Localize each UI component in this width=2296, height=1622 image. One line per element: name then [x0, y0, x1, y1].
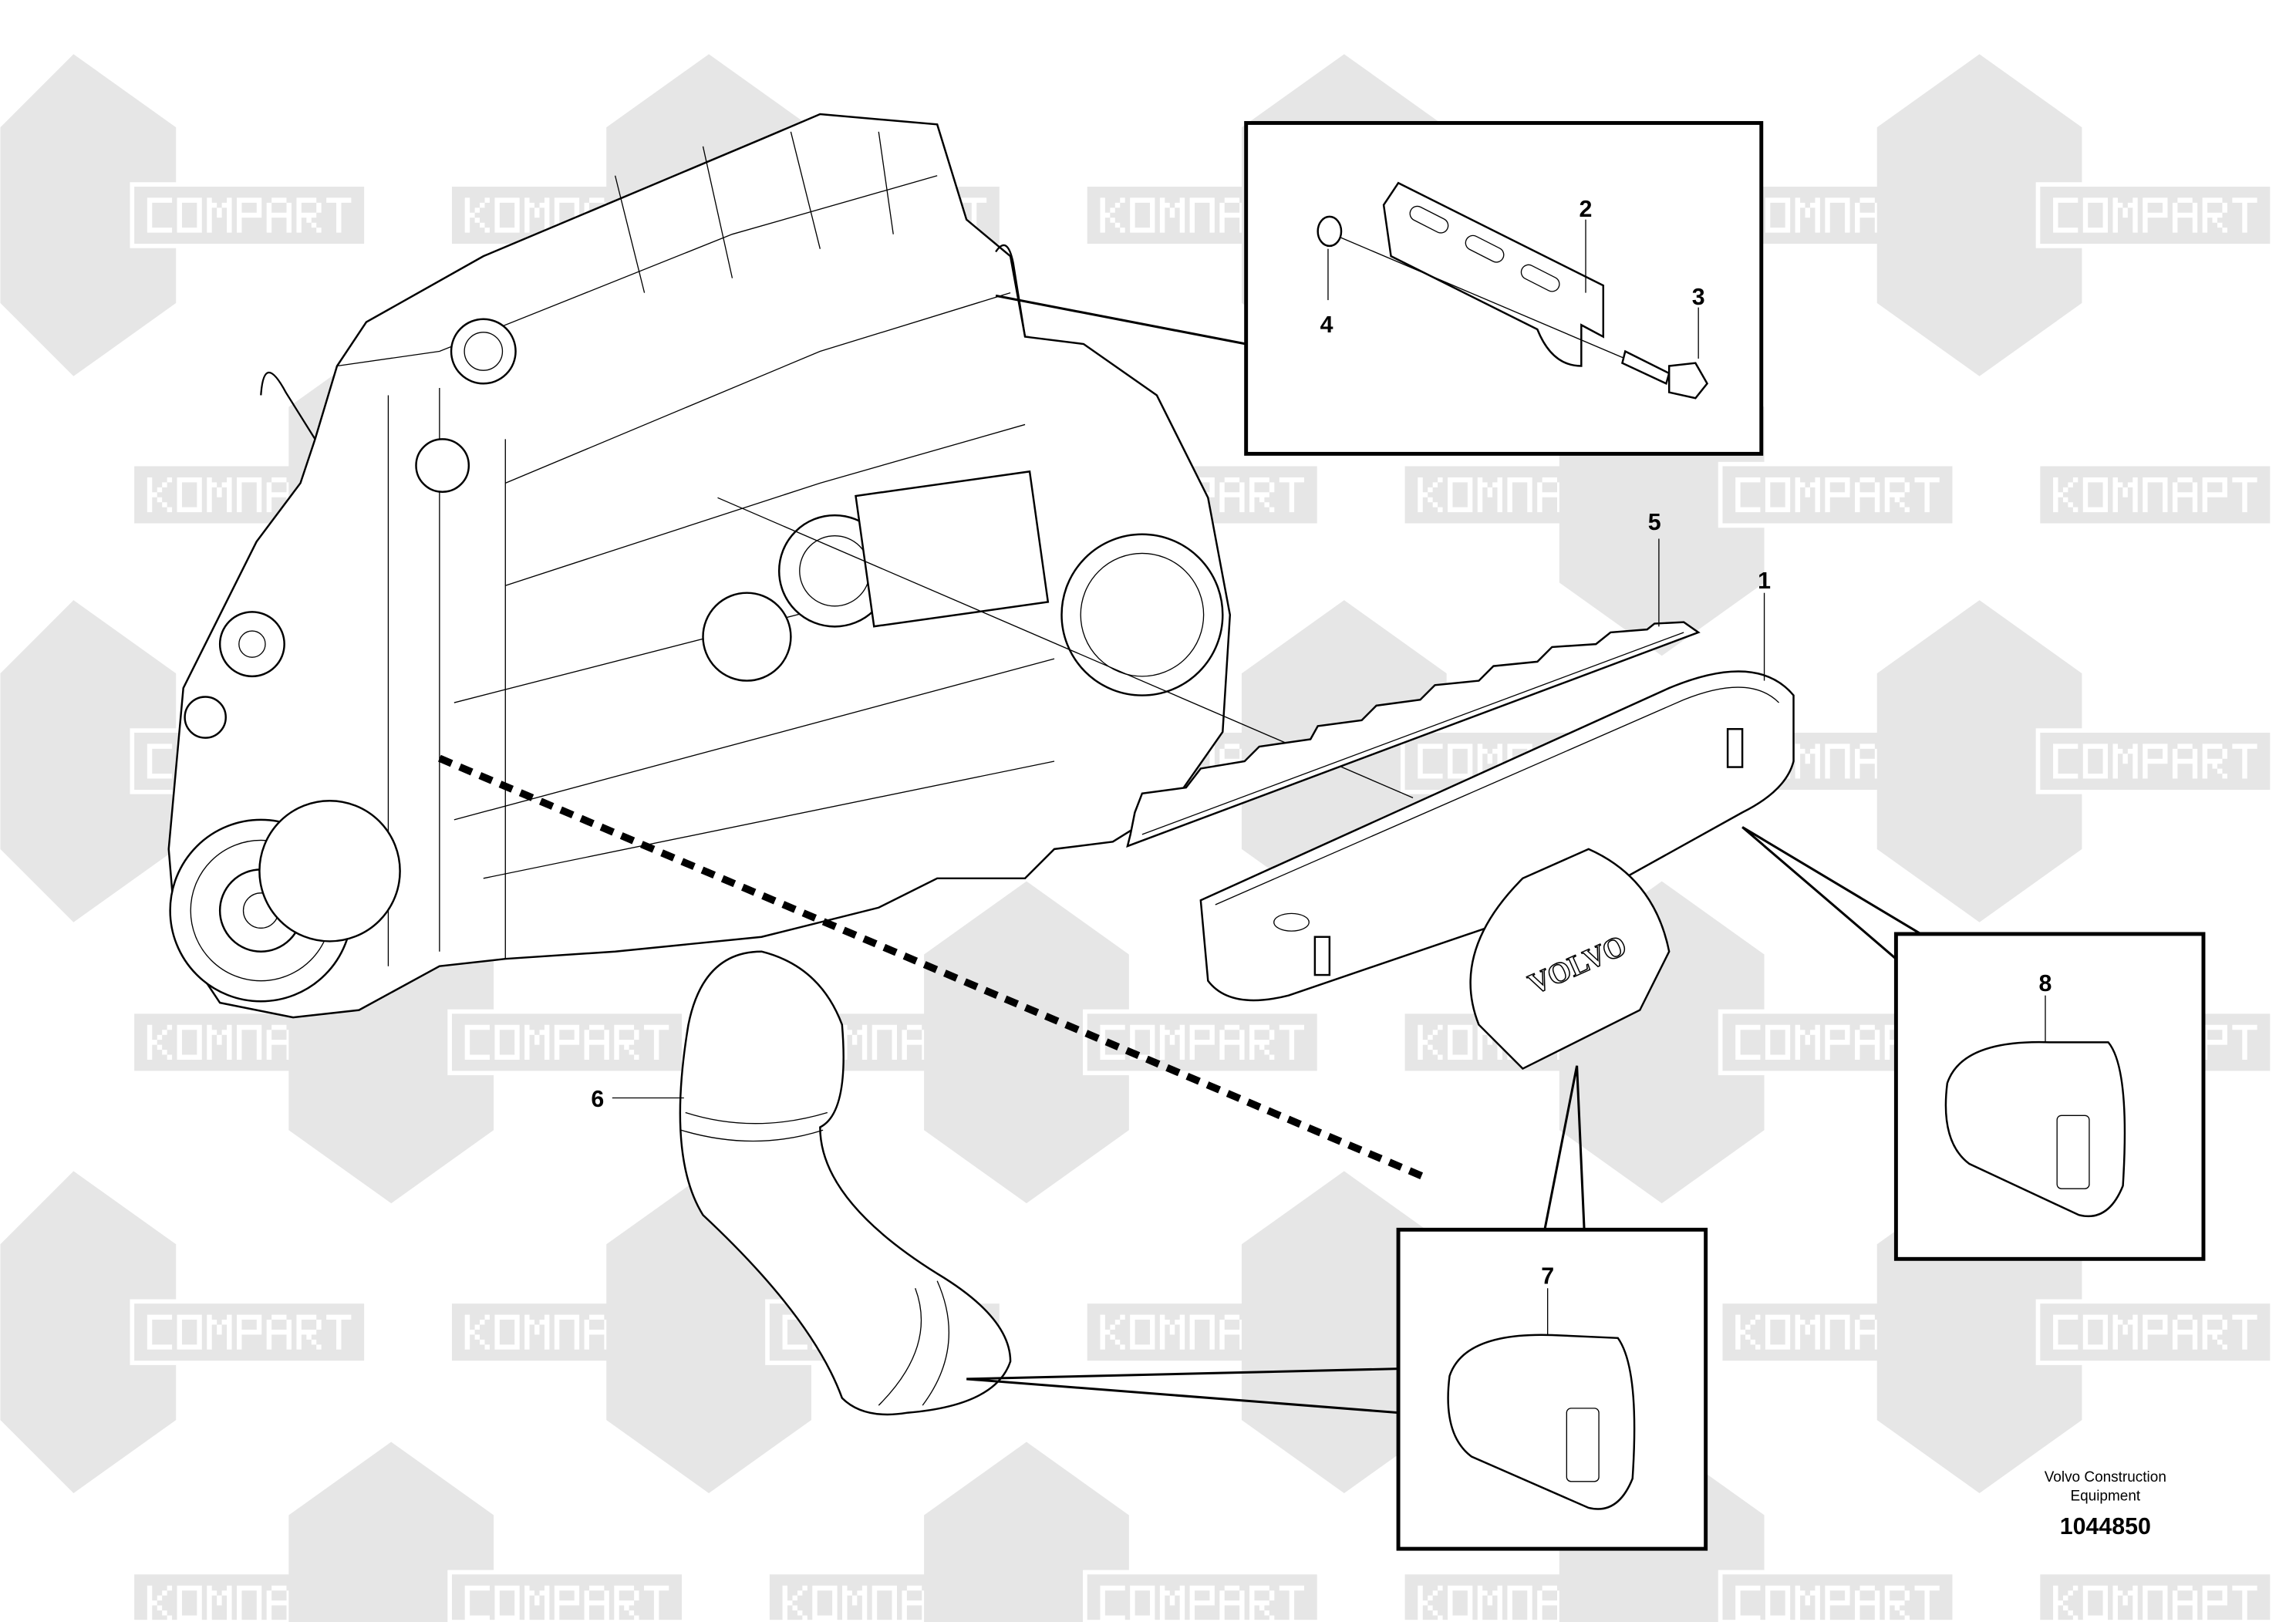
watermark-banner — [1718, 1570, 1957, 1622]
watermark-banner — [447, 1570, 686, 1622]
callout-2: 2 — [1580, 197, 1593, 222]
callout-4: 4 — [1320, 312, 1333, 338]
watermark-lettering — [1100, 1024, 1305, 1060]
callout-8: 8 — [2039, 971, 2052, 996]
watermark-hex — [1876, 54, 2082, 376]
watermark-lettering — [1100, 1585, 1305, 1620]
part-2-bracket — [1382, 181, 1605, 367]
drawing-number: 1044850 — [2060, 1514, 2151, 1539]
watermark-lettering — [1735, 1024, 1940, 1060]
detail-box-clamp-8: 8 — [1741, 826, 2206, 1261]
watermark-banner — [1083, 1570, 1322, 1622]
callout-6: 6 — [591, 1087, 604, 1112]
engine-assembly — [167, 113, 1232, 1019]
part-3-bolt — [1621, 349, 1671, 386]
watermark-banner — [2035, 461, 2275, 528]
watermark-lettering — [1735, 1585, 1940, 1620]
watermark-hex — [0, 54, 177, 376]
detail-box-bracket: 2 3 4 — [995, 120, 1764, 456]
callout-1: 1 — [1758, 568, 1771, 594]
dashed-leader — [438, 754, 1429, 1182]
watermark-hex — [288, 1442, 494, 1622]
callout-3: 3 — [1692, 285, 1705, 310]
callout-5: 5 — [1648, 510, 1661, 535]
watermark-hex — [0, 1171, 177, 1493]
watermark-hex — [924, 881, 1129, 1204]
watermark-lettering — [147, 1314, 352, 1350]
part-5-gasket — [1126, 621, 1701, 848]
watermark-lettering — [2053, 197, 2257, 233]
watermark-lettering — [2053, 1314, 2257, 1350]
part-6-hose — [679, 950, 1012, 1416]
part-4-washer — [1317, 215, 1343, 248]
part-1-engine-cover: VOLVO — [1199, 670, 1795, 1071]
watermark-lettering — [2053, 477, 2257, 513]
watermark-lettering — [2053, 744, 2257, 779]
watermark-lettering — [147, 197, 352, 233]
company-name-line1: Volvo Construction — [2045, 1469, 2166, 1485]
part-7-clamp — [1447, 1334, 1636, 1510]
watermark-banner — [2035, 1570, 2275, 1622]
part-8-clamp — [1944, 1040, 2126, 1218]
company-name-line2: Equipment — [2070, 1488, 2140, 1504]
watermark-hex — [924, 1442, 1129, 1622]
callout-7: 7 — [1541, 1264, 1554, 1290]
watermark-hex — [0, 600, 177, 922]
watermark-hex — [1876, 600, 2082, 922]
detail-box-clamp-7: 7 — [966, 1065, 1708, 1551]
watermark-lettering — [464, 1585, 669, 1620]
watermark-lettering — [1735, 477, 1940, 513]
watermark-lettering — [2053, 1585, 2257, 1620]
watermark-lettering — [464, 1024, 669, 1060]
